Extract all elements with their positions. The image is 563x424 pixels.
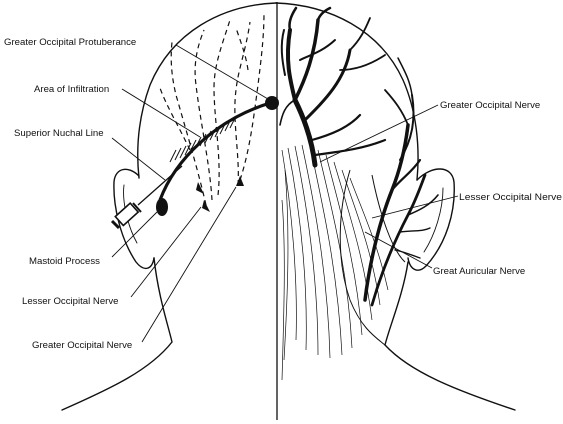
dashed-nerve-6 bbox=[160, 88, 190, 150]
head-contour bbox=[138, 3, 276, 178]
fiber bbox=[310, 146, 342, 355]
hatch bbox=[175, 148, 181, 160]
dashed-nerve-4 bbox=[235, 22, 250, 185]
dashed-nerve-3 bbox=[214, 20, 230, 195]
nerve-end-1 bbox=[202, 200, 210, 212]
nerve-end-2 bbox=[236, 176, 244, 186]
right-ear-inner bbox=[424, 188, 443, 252]
gon-branch bbox=[300, 40, 335, 60]
dashed-nerve-2 bbox=[195, 30, 212, 200]
right-neck bbox=[385, 262, 515, 410]
nerve-end-3 bbox=[196, 182, 204, 194]
labels: Greater Occipital Protuberance Area of I… bbox=[4, 37, 562, 351]
label-greater-occipital-nerve-right: Greater Occipital Nerve bbox=[440, 100, 540, 111]
hatch bbox=[170, 150, 176, 162]
leader-greater-occipital-protuberance bbox=[176, 45, 268, 99]
label-great-auricular-nerve: Great Auricular Nerve bbox=[433, 266, 525, 277]
left-dashed-nerves bbox=[160, 12, 264, 205]
gon-branch bbox=[312, 115, 360, 140]
lon-trunk bbox=[365, 125, 408, 300]
gon-branch bbox=[289, 8, 296, 30]
leader-area-of-infiltration bbox=[122, 89, 200, 137]
label-area-of-infiltration: Area of Infiltration bbox=[34, 84, 109, 95]
fiber bbox=[282, 200, 284, 380]
label-mastoid-process: Mastoid Process bbox=[29, 256, 100, 267]
gon-branch bbox=[295, 20, 318, 100]
gon-trunk bbox=[295, 100, 315, 165]
label-superior-nuchal-line: Superior Nuchal Line bbox=[14, 128, 104, 139]
dashed-nerve-5 bbox=[240, 12, 264, 180]
syringe-icon bbox=[112, 166, 182, 228]
right-ear bbox=[408, 169, 454, 270]
label-lesser-occipital-nerve-right: Lesser Occipital Nerve bbox=[459, 192, 562, 203]
gon-branch bbox=[288, 30, 295, 100]
fiber bbox=[326, 155, 362, 335]
gon-branch bbox=[280, 100, 295, 125]
fiber bbox=[288, 148, 306, 350]
gan-branch bbox=[400, 228, 430, 232]
dashed-nerve-7 bbox=[236, 28, 248, 70]
lon-branch bbox=[398, 58, 412, 95]
lon-branch bbox=[385, 90, 408, 125]
mastoid-process-dot bbox=[156, 198, 168, 216]
great-auricular-nerve-branches bbox=[372, 175, 438, 305]
gon-branch bbox=[282, 30, 285, 75]
leader-lesser-occipital-nerve-left bbox=[131, 207, 201, 297]
label-greater-occipital-nerve-left: Greater Occipital Nerve bbox=[32, 340, 132, 351]
left-neck bbox=[62, 258, 172, 410]
label-greater-occipital-protuberance: Greater Occipital Protuberance bbox=[4, 37, 136, 48]
greater-occipital-nerve-branches bbox=[280, 8, 385, 165]
label-lesser-occipital-nerve-left: Lesser Occipital Nerve bbox=[22, 296, 119, 307]
leader-greater-occipital-nerve-right bbox=[320, 105, 438, 162]
syringe-plunger bbox=[112, 221, 119, 228]
